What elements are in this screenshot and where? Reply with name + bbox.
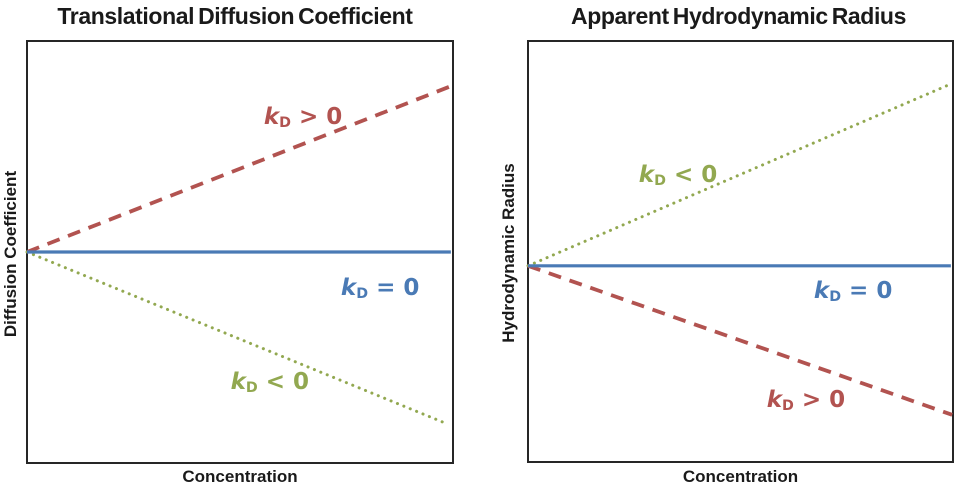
- right-x-axis-label: Concentration: [682, 467, 799, 486]
- line-kd-positive: [26, 84, 452, 254]
- line-kd-positive: [527, 264, 953, 417]
- left-y-axis-label: Diffusion Coefficient: [1, 170, 20, 338]
- left-panel-title: Translational Diffusion Coefficient: [57, 3, 413, 29]
- label-kd-zero: kD = 0: [813, 278, 893, 306]
- label-kd-positive: kD > 0: [766, 387, 846, 415]
- label-kd-zero: kD = 0: [340, 274, 420, 302]
- label-kd-negative: kD < 0: [638, 161, 718, 189]
- line-kd-negative: [526, 82, 953, 268]
- right-panel-title: Apparent Hydrodynamic Radius: [571, 3, 906, 29]
- plot-area-border: [527, 40, 954, 463]
- label-kd-positive: kD > 0: [263, 103, 343, 132]
- right-y-axis-label: Hydrodynamic Radius: [499, 163, 518, 343]
- line-kd-negative: [25, 250, 450, 426]
- left-x-axis-label: Concentration: [182, 467, 298, 486]
- label-kd-negative: kD < 0: [230, 368, 310, 397]
